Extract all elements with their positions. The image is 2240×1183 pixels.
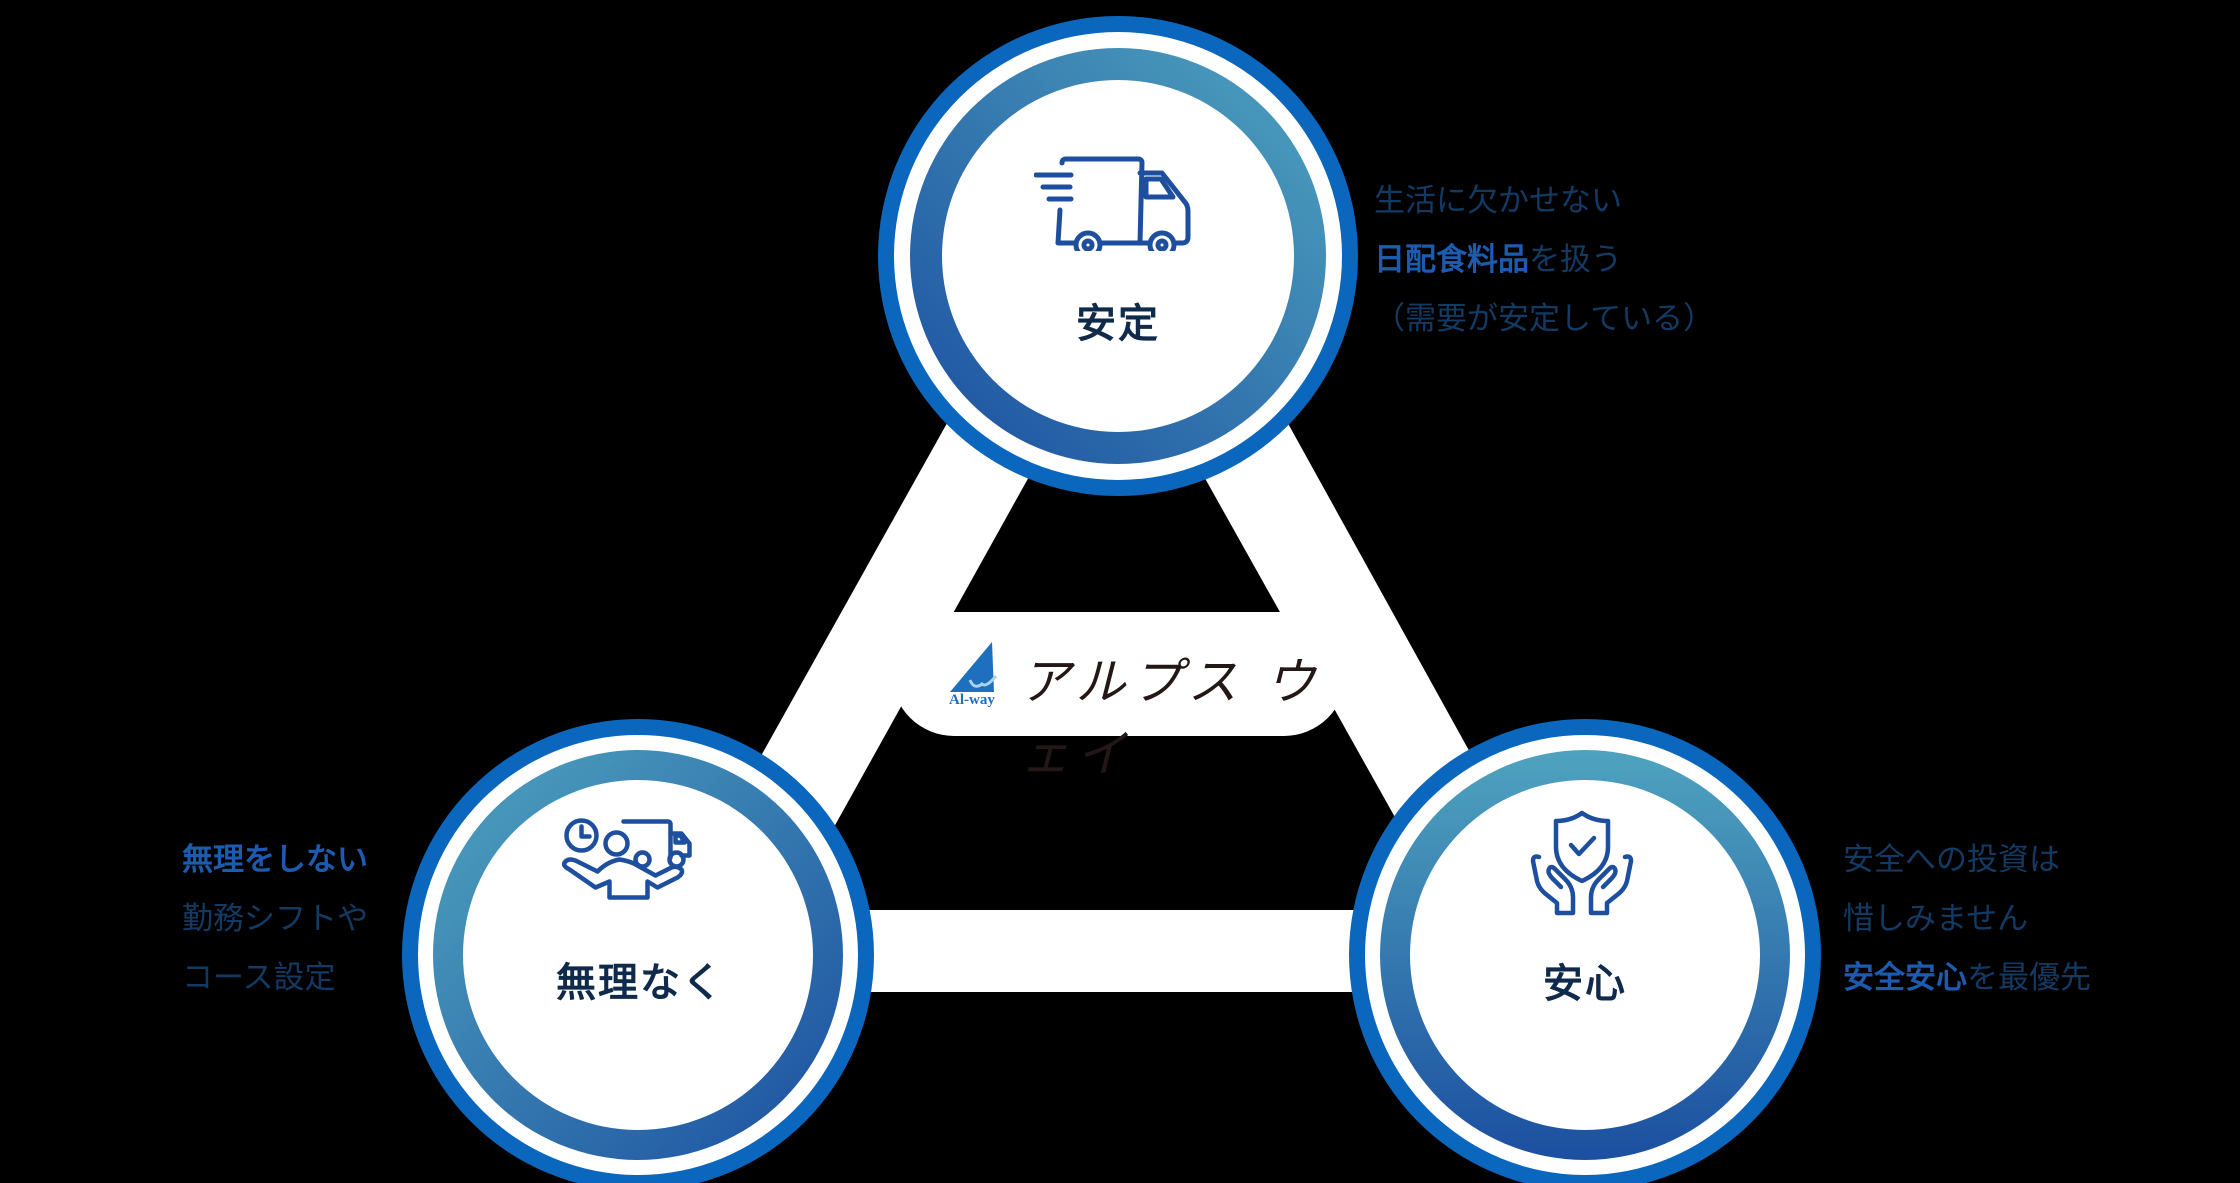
shield-check-hands-icon bbox=[1527, 809, 1637, 923]
desc-br-line3-rest: を最優先 bbox=[1967, 960, 2091, 996]
description-bottom-right: 安全への投資は 惜しみません 安全安心を最優先 bbox=[1843, 831, 2091, 1008]
desc-br-highlight: 安全安心 bbox=[1843, 960, 1967, 996]
node-label-bottom-right: 安心 bbox=[1543, 961, 1627, 1007]
logo-name: アルプス ウェイ bbox=[1020, 653, 1322, 783]
desc-bl-line1: 無理をしない bbox=[182, 842, 368, 878]
desc-top-line2: 日配食料品を扱う bbox=[1374, 231, 1714, 290]
description-top: 生活に欠かせない 日配食料品を扱う （需要が安定している） bbox=[1374, 172, 1714, 349]
desc-top-line2-rest: を扱う bbox=[1529, 242, 1622, 278]
desc-br-line1: 安全への投資は bbox=[1843, 842, 2060, 878]
desc-bl-line3: コース設定 bbox=[182, 960, 336, 996]
node-label-top: 安定 bbox=[1076, 301, 1160, 347]
alway-logo-badge: Al-way アルプス ウェイ bbox=[892, 612, 1346, 783]
node-top-circle bbox=[878, 16, 1358, 496]
node-label-bottom-left: 無理なく bbox=[556, 960, 724, 1006]
description-bottom-left: 無理をしない 勤務シフトや コース設定 bbox=[182, 831, 368, 1008]
node-bottom-left-circle bbox=[402, 719, 874, 1183]
desc-top-highlight: 日配食料品 bbox=[1374, 242, 1529, 278]
desc-bl-line2: 勤務シフトや bbox=[182, 901, 368, 937]
person-clock-truck-icon bbox=[560, 818, 705, 907]
desc-br-line3: 安全安心を最優先 bbox=[1843, 949, 2091, 1008]
node-bottom-right-circle bbox=[1349, 719, 1821, 1183]
bar-bottom bbox=[860, 910, 1380, 992]
logo-mark-text: Al-way bbox=[949, 692, 995, 708]
delivery-truck-icon bbox=[1033, 155, 1194, 260]
desc-br-line2: 惜しみません bbox=[1843, 901, 2029, 937]
alway-mountain-logo-icon bbox=[950, 642, 998, 692]
desc-top-line3: （需要が安定している） bbox=[1374, 301, 1715, 337]
desc-top-line1: 生活に欠かせない bbox=[1374, 183, 1622, 219]
